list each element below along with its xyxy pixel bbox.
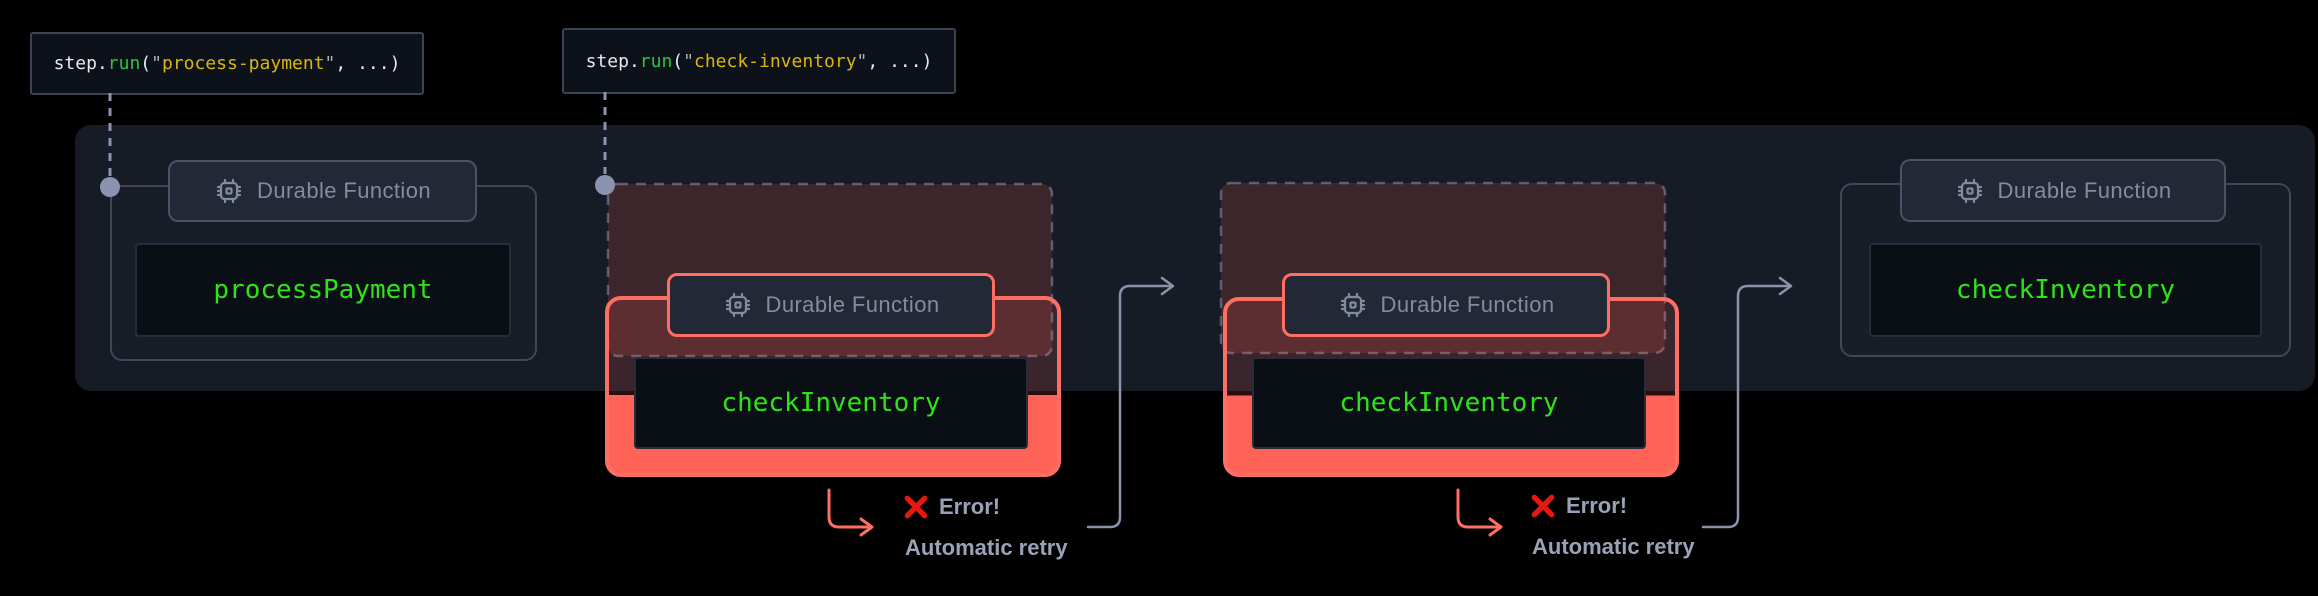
durable-function-badge-3: Durable Function bbox=[1282, 273, 1610, 337]
error-elbow-arrow-1 bbox=[827, 488, 874, 537]
cpu-chip-icon bbox=[725, 292, 750, 318]
x-mark-icon bbox=[904, 495, 928, 519]
function-name-box-2: checkInventory bbox=[634, 357, 1028, 449]
code-object: step bbox=[585, 50, 629, 72]
badge-label: Durable Function bbox=[1380, 292, 1555, 317]
cpu-chip-icon bbox=[216, 178, 242, 204]
function-name-label: checkInventory bbox=[721, 388, 941, 418]
code-open-paren: ( bbox=[672, 50, 684, 72]
durable-function-badge-1: Durable Function bbox=[168, 160, 477, 222]
durable-function-badge-2: Durable Function bbox=[667, 273, 995, 337]
error-label: Error! bbox=[1566, 493, 1628, 518]
code-argument: process-payment bbox=[161, 53, 325, 74]
code-method: run bbox=[639, 50, 673, 72]
code-snippet-check-inventory: step.run("check-inventory", ...) bbox=[562, 28, 956, 94]
function-name-label: checkInventory bbox=[1955, 275, 2176, 305]
badge-label: Durable Function bbox=[765, 292, 940, 317]
code-open-quote: " bbox=[151, 53, 162, 74]
code-open-quote: " bbox=[683, 50, 694, 72]
code-method: run bbox=[107, 53, 141, 74]
automatic-retry-label: Automatic retry bbox=[1532, 534, 1695, 559]
error-label: Error! bbox=[939, 494, 1001, 519]
code-argument: check-inventory bbox=[693, 50, 857, 72]
code-close-quote: " bbox=[856, 50, 868, 72]
error-elbow-arrow-2 bbox=[1456, 488, 1503, 537]
badge-label: Durable Function bbox=[1997, 177, 2172, 203]
code-dot: . bbox=[628, 50, 640, 72]
durable-function-badge-4: Durable Function bbox=[1900, 159, 2226, 222]
function-name-box-1: processPayment bbox=[135, 243, 511, 337]
cpu-chip-icon bbox=[1340, 292, 1365, 318]
code-rest: , ...) bbox=[867, 50, 933, 72]
x-mark-icon bbox=[1531, 494, 1555, 518]
code-open-paren: ( bbox=[140, 53, 152, 74]
code-dot: . bbox=[96, 53, 108, 74]
function-name-label: processPayment bbox=[213, 275, 433, 305]
code-snippet-process-payment: step.run("process-payment", ...) bbox=[30, 32, 424, 95]
badge-label: Durable Function bbox=[257, 178, 431, 203]
automatic-retry-label: Automatic retry bbox=[905, 535, 1068, 560]
cpu-chip-icon bbox=[1957, 178, 1982, 203]
code-rest: , ...) bbox=[335, 53, 401, 74]
function-name-box-3: checkInventory bbox=[1252, 357, 1646, 449]
code-object: step bbox=[53, 53, 97, 74]
code-close-quote: " bbox=[324, 53, 336, 74]
function-name-box-4: checkInventory bbox=[1869, 243, 2262, 337]
function-name-label: checkInventory bbox=[1339, 388, 1559, 418]
